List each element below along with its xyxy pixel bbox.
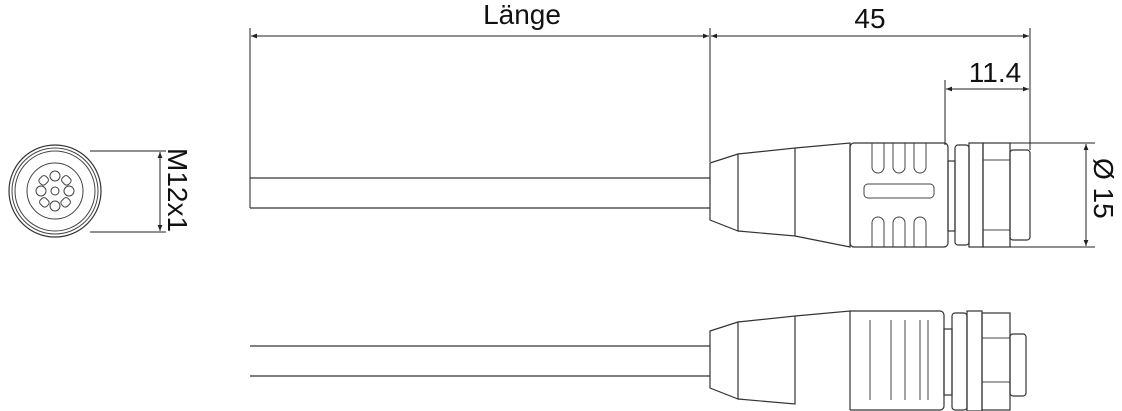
length-dimension: Länge 45 11.4 [249, 0, 1031, 208]
length-label: Länge [483, 0, 561, 30]
cable-side-view-bottom [250, 310, 1027, 411]
thread-label: M12x1 [162, 148, 193, 232]
connector-front-view [8, 144, 102, 238]
diameter-label: Ø 15 [1088, 158, 1119, 219]
connector-length-label: 45 [854, 3, 885, 34]
thread-dimension: M12x1 [90, 148, 193, 233]
nut-length-label: 11.4 [969, 57, 1021, 88]
diameter-dimension: Ø 15 [1010, 142, 1119, 248]
cable-side-view-top [250, 142, 1031, 248]
